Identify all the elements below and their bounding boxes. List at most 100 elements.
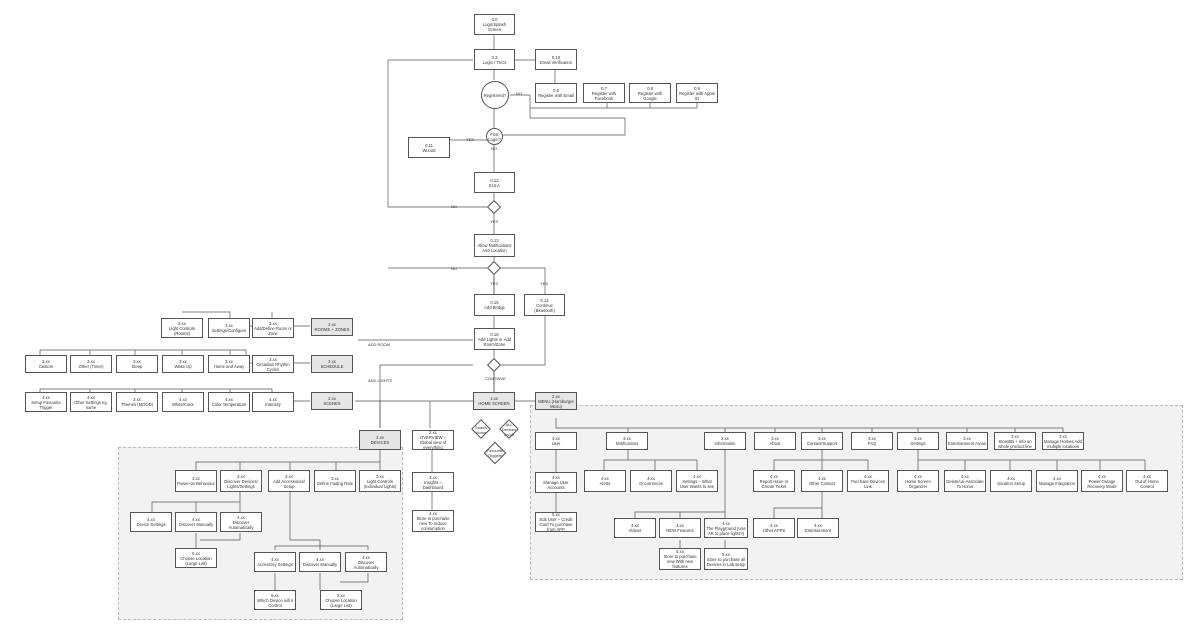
node-add-bridge[interactable]: 0.15 Add Bridge xyxy=(474,294,515,316)
node-id: 5.xx xyxy=(722,551,730,557)
node-info-new-features[interactable]: 4.xx NEW Features xyxy=(659,518,701,538)
node-continue-bluetooth[interactable]: 0.14 Continue (Bluetooth) xyxy=(524,294,565,316)
node-label: Home Screen Organizer xyxy=(905,478,931,489)
node-menu-manage-homes[interactable]: 3.xx Manage Homes Add multiple locations xyxy=(1042,432,1084,450)
node-contact-report[interactable]: 4.xx Report Issue or Create Ticket xyxy=(753,470,795,492)
node-insights-dashboard[interactable]: 3.xx Insights – Dashboard xyxy=(412,472,454,492)
node-overview[interactable]: 2.xx OVERVIEW – Global view of everythin… xyxy=(412,430,454,450)
node-rooms-zones[interactable]: 2.xx ROOMS + ZONES xyxy=(311,318,353,336)
node-power-on-behaviour[interactable]: 3.xx Power-on Behaviour xyxy=(175,470,217,492)
node-light-controls-rooms[interactable]: 3.xx Light Controls (Rooms) xyxy=(161,318,203,338)
node-menu-notifications[interactable]: 3.xx Notifications xyxy=(606,432,648,450)
node-add-define-room[interactable]: 3.xx Add/Define Room or Zone xyxy=(252,318,294,338)
node-settings-integration[interactable]: 4.xx Manage Integration xyxy=(1036,470,1078,492)
node-edit-user[interactable]: 5.xx Edit User – Credit Card To purchase… xyxy=(535,512,577,532)
node-schedule[interactable]: 2.xx SCHEDULE xyxy=(311,355,353,373)
node-menu-user[interactable]: 3.xx User xyxy=(535,432,577,450)
node-contact-entertainment[interactable]: 4.xx Entertainment xyxy=(797,518,839,538)
node-scene-other-settings[interactable]: 4.xx Other Settings eg. name xyxy=(70,392,112,412)
node-menu-information[interactable]: 3.xx Information xyxy=(704,432,746,450)
node-menu-store[interactable]: 3.xx StoreBB + Info on whole product lin… xyxy=(994,432,1036,450)
node-allow-notifications[interactable]: 0.13 Allow Notifications And Location xyxy=(474,234,515,257)
node-accessory-choose-location[interactable]: 5.xx Choose Location (Large List) xyxy=(320,590,362,610)
node-splash[interactable]: 0.0 Logo/Splash Screen xyxy=(474,14,515,35)
node-settings-configure[interactable]: 3.xx Settings/Configure xyxy=(208,318,250,338)
node-register-google[interactable]: 0.8 Register with Google xyxy=(629,83,671,103)
node-contact-purchase[interactable]: 4.xx Purchase Devices Link xyxy=(847,470,889,492)
node-label: Occurrences xyxy=(639,481,663,486)
node-devices[interactable]: 2.xx DEVICES xyxy=(359,430,401,450)
node-menu-entertainment[interactable]: 3.xx Entertainment Areas xyxy=(946,432,988,450)
node-register-apple[interactable]: 0.9 Register with Apple ID xyxy=(676,83,718,103)
node-notif-alerts[interactable]: 4.xx Alerts xyxy=(584,470,626,492)
node-device-settings[interactable]: 4.xx Device Settings xyxy=(130,512,172,532)
node-settings-vacation[interactable]: 4.xx Vacation Setup xyxy=(990,470,1032,492)
node-label: Edit User – Credit Card To purchase from… xyxy=(539,517,573,532)
node-register-email[interactable]: 0.6 Register with Email xyxy=(535,83,577,103)
node-email-verification[interactable]: 0.10 Email Verification xyxy=(535,49,577,70)
node-scenes[interactable]: 2.xx SCENES xyxy=(311,392,353,410)
node-add-accessories[interactable]: 3.xx Add Accessories/ Setup xyxy=(268,470,310,492)
node-info-store-features[interactable]: 5.xx Store to purchase new With new feat… xyxy=(659,548,701,570)
node-wizard[interactable]: 0.11 Wizard xyxy=(408,137,450,158)
node-id: 4.xx xyxy=(316,557,324,562)
node-schedule-sleep[interactable]: 3.xx Sleep xyxy=(116,355,158,373)
shortcut-favourite-triggers-label: Favourite Triggers xyxy=(486,448,504,458)
node-login[interactable]: 0.3 Login / TnCs xyxy=(474,49,515,70)
node-notif-settings[interactable]: 4.xx Settings – What User Wants to see xyxy=(676,470,718,492)
node-accessory-which-device[interactable]: 5.xx Which Device will it Control xyxy=(254,590,296,610)
node-info-store-lab[interactable]: 5.xx Store to purchase all Devices in La… xyxy=(704,548,748,570)
node-contact-other-apps[interactable]: 4.xx Other APPS xyxy=(753,518,795,538)
node-scene-color-temp[interactable]: 4.xx Color Temperature xyxy=(208,392,250,412)
node-device-discover-automatically[interactable]: 4.xx Discover Automatically xyxy=(220,512,262,532)
node-discover-devices[interactable]: 3.xx Discover Devices/ Lights/Settings xyxy=(220,470,262,492)
node-device-discover-manually[interactable]: 4.xx Discover Manually xyxy=(175,512,217,532)
node-scene-setup-favourite[interactable]: 4.xx Setup Favourite Trigger xyxy=(25,392,67,412)
decision-first-login[interactable]: First Login? xyxy=(486,128,503,145)
node-menu[interactable]: 2.xx MENU (Hamburger Menu) xyxy=(535,392,577,410)
node-accessory-settings[interactable]: 4.xx Accessory Settings xyxy=(254,552,296,572)
node-define-fading-rate[interactable]: 3.xx Define Fading Rate xyxy=(314,470,356,492)
node-label: Choose Location (Large List) xyxy=(180,555,212,566)
node-scene-themes[interactable]: 3.xx Themes (MOOD) xyxy=(116,392,158,412)
node-menu-contact[interactable]: 3.xx Contact/Support xyxy=(801,432,843,450)
node-settings-organizer[interactable]: 4.xx Home Screen Organizer xyxy=(897,470,939,492)
node-accessory-discover-manually[interactable]: 4.xx Discover Manually xyxy=(299,552,341,572)
node-schedule-home-away[interactable]: 3.xx Home and Away xyxy=(208,355,250,373)
edge-label-continue: CONTINUE xyxy=(485,376,506,381)
node-device-choose-location[interactable]: 5.xx Choose Location (Large List) xyxy=(175,548,217,568)
node-accessory-discover-automatically[interactable]: 4.xx Discover Automatically xyxy=(345,552,387,572)
node-menu-faq[interactable]: 3.xx FAQ xyxy=(851,432,893,450)
node-scene-white-color[interactable]: 4.xx White/Color xyxy=(162,392,204,412)
node-label: Manage Homes Add multiple locations xyxy=(1044,438,1082,449)
node-label: Wizard xyxy=(422,147,436,153)
node-schedule-circadian[interactable]: 3.xx Circadian Rhythm Cycles xyxy=(252,355,294,373)
node-label: About xyxy=(769,441,781,446)
node-settings-delete[interactable]: 4.xx Delete/un-Associate To Home xyxy=(944,470,986,492)
node-eula[interactable]: 0.12 EULA xyxy=(474,172,515,193)
node-overview-store[interactable]: 4.xx Store to purchase new To reduce con… xyxy=(412,510,454,532)
decision-registered[interactable]: Registered? xyxy=(481,81,509,109)
node-manage-user-accounts[interactable]: 4.xx Manage User Accounts xyxy=(535,472,577,493)
node-register-facebook[interactable]: 0.7 Register with Facebook xyxy=(583,83,625,103)
node-schedule-custom[interactable]: 3.xx Custom xyxy=(25,355,67,373)
node-schedule-wake-up[interactable]: 3.xx Wake Up xyxy=(162,355,204,373)
node-label: Store to purchase new To reduce consumpt… xyxy=(416,516,450,531)
node-contact-other[interactable]: 4.xx Other Contact xyxy=(801,470,843,492)
node-menu-settings[interactable]: 3.xx Settings xyxy=(897,432,939,450)
node-light-controls-individual[interactable]: 3.xx Light Controls (Individual Lights) xyxy=(359,470,401,492)
node-settings-out-of-home[interactable]: 4.xx Out of Home Control xyxy=(1126,470,1168,492)
node-notif-occurrences[interactable]: 4.xx Occurrences xyxy=(630,470,672,492)
node-schedule-other[interactable]: 3.xx Other (Timer) xyxy=(70,355,112,373)
node-label: Delete/un-Associate To Home xyxy=(946,478,984,489)
node-id: 2.xx xyxy=(376,435,384,440)
node-menu-about[interactable]: 3.xx About xyxy=(754,432,796,450)
node-settings-power-outage[interactable]: 4.xx Power Outage Recovery Mode xyxy=(1081,470,1123,492)
node-id: 3.xx xyxy=(376,473,384,479)
node-label: Settings/Configure xyxy=(211,328,247,333)
node-scene-intensity[interactable]: 4.xx Intensity xyxy=(252,392,294,412)
node-info-videos[interactable]: 4.xx Videos xyxy=(614,518,656,538)
node-add-lights[interactable]: 0.16 Add Lights or Add Room/Zone xyxy=(474,328,515,350)
node-home-screen[interactable]: 1.xx HOME SCREEN xyxy=(473,392,515,410)
node-info-playground[interactable]: 4.xx The Playground (Use AR to place lig… xyxy=(704,518,748,538)
